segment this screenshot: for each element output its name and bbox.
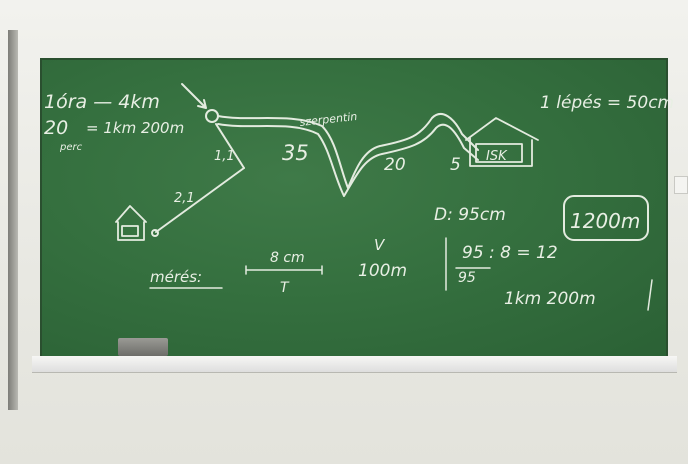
chalk-v-value: 100m (358, 261, 407, 281)
chalk-fraction-top: 8 cm (270, 250, 305, 266)
chalk-school-label: ISK (486, 149, 508, 164)
chalk-start-point (205, 109, 219, 123)
chalk-result-box (563, 195, 649, 241)
chalk-road-upper (217, 113, 479, 189)
chalk-tray (32, 356, 677, 373)
chalk-distance-a: = 1km 200m (86, 119, 184, 137)
chalk-line-1-1 (215, 123, 245, 169)
chalk-scale-d: D: 95cm (434, 205, 506, 225)
wall-edge (8, 30, 18, 410)
chalk-calc: 95 : 8 = 12 (462, 243, 558, 263)
chalk-arrow (181, 83, 207, 109)
chalk-step-rule: 1 lépés = 50cm (540, 93, 674, 113)
board-eraser[interactable] (118, 338, 168, 356)
chalk-minutes-unit: perc (59, 142, 83, 153)
chalk-fraction-bar (245, 265, 323, 275)
chalk-path-label: szerpentin (299, 110, 358, 129)
chalk-v-label: V (374, 236, 386, 254)
chalk-segment-20: 20 (384, 155, 406, 175)
chalk-segment-1-1: 1,1 (214, 149, 235, 164)
chalk-home-point (151, 229, 159, 237)
chalk-fraction-bottom: T (280, 280, 290, 296)
chalk-meres: mérés: (150, 268, 202, 286)
chalk-calc-sub: 95 (458, 270, 476, 286)
chalk-result-km: 1km 200m (504, 289, 596, 309)
chalk-result-box-value: 1200m (570, 209, 640, 233)
chalk-minutes: 20 (44, 117, 68, 139)
chalk-segment-35: 35 (282, 141, 309, 165)
chalk-road-lower (217, 123, 479, 197)
chalk-school-icon (465, 117, 539, 167)
chalk-segment-5: 5 (450, 155, 461, 175)
chalk-house-icon (115, 205, 147, 241)
chalk-time-ratio: 1óra — 4km (44, 91, 160, 113)
chalk-segment-2-1: 2,1 (174, 191, 195, 206)
chalk-right-bar (647, 279, 653, 311)
chalk-line-2-1 (155, 167, 245, 233)
